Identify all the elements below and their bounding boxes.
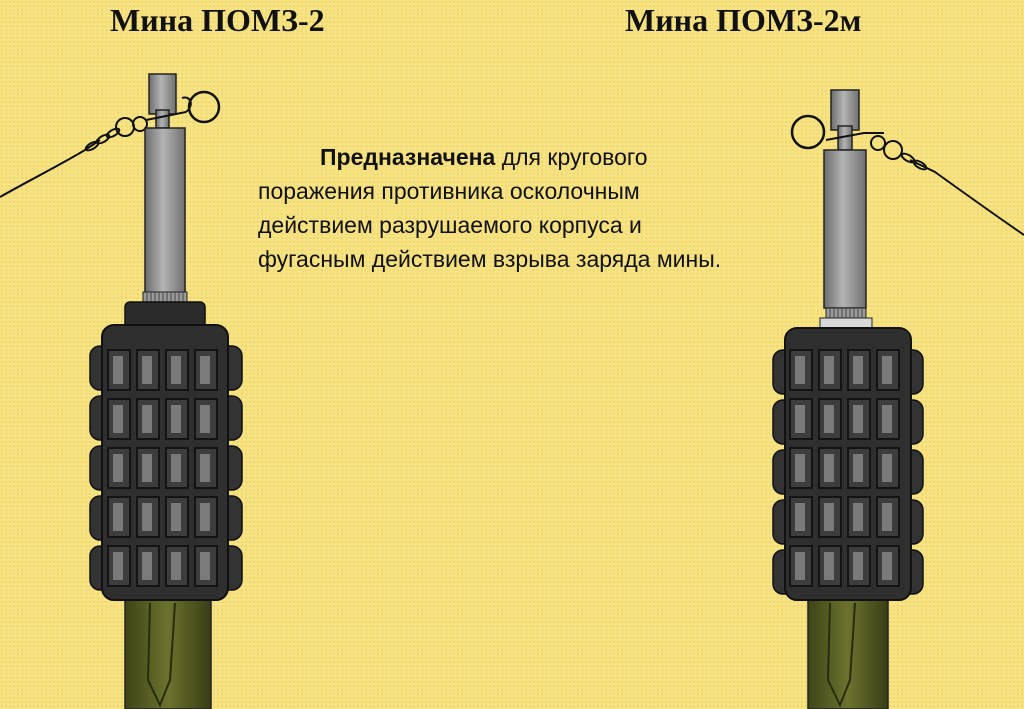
fragment-grid: [789, 349, 900, 587]
fuse-cap: [830, 89, 860, 131]
wire-chain-links: [870, 135, 928, 171]
side-ribs: [772, 349, 924, 595]
fuse-body: [823, 149, 867, 309]
fuse-body: [144, 127, 186, 294]
mine-description: Предназначена для кругового поражения пр…: [258, 140, 748, 276]
fuse-cap: [148, 73, 177, 115]
description-rest: для кругового поражения противника оскол…: [258, 144, 722, 272]
pomz2-illustration: [0, 73, 243, 709]
fuse-collar: [142, 291, 188, 303]
mine-body: [784, 327, 912, 601]
pull-ring: [790, 114, 826, 150]
pull-ring: [187, 90, 221, 124]
description-lead: Предназначена: [320, 144, 496, 170]
wire-chain-links: [84, 116, 148, 152]
tripwire: [0, 139, 101, 198]
mine-title-pomz2m: Мина ПОМЗ-2м: [625, 2, 862, 38]
stake: [124, 597, 212, 709]
stake: [807, 597, 889, 709]
fuse-collar: [825, 307, 867, 319]
safety-pin: [825, 132, 884, 141]
mine-title-pomz2: Мина ПОМЗ-2: [110, 2, 325, 38]
tripwire: [909, 159, 1024, 236]
